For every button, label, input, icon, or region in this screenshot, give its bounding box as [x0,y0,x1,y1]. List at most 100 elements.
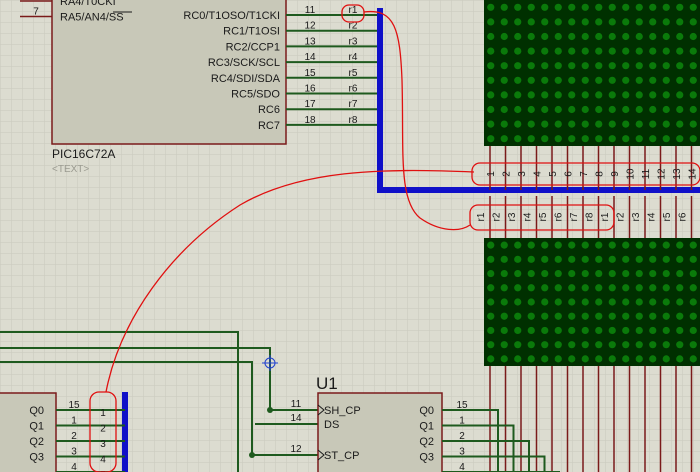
led-dot [487,312,495,320]
sl-pin-label: Q1 [29,421,44,433]
led-dot [554,47,562,55]
led-dot [662,32,670,41]
mcu-left-pin-number: 7 [33,7,39,18]
matrix-col-label: 12 [657,168,668,180]
led-dot [554,312,562,320]
matrix-col-label: 8 [595,171,606,177]
led-dot [514,3,522,11]
u1-body[interactable] [317,392,443,472]
u1-right-pin-wire[interactable] [442,440,530,472]
led-dot [527,341,535,349]
matrix-col-label: 13 [672,168,683,180]
led-dot [635,326,643,335]
led-dot [635,255,643,263]
led-dot [622,18,630,26]
led-dot [608,18,616,26]
led-dot [635,105,643,114]
led-dot [541,3,549,11]
led-dot [487,120,495,128]
led-dot [554,269,562,278]
led-dot [527,18,535,26]
led-dot [689,135,697,143]
u1-right-pin-wire[interactable] [442,409,499,472]
led-dot [487,341,495,349]
led-dot [608,241,616,249]
led-dot [689,62,697,70]
led-dot [676,18,684,26]
matrix-row-label: r2 [616,212,627,221]
led-dot [500,18,508,26]
led-dot [527,120,535,128]
mcu-right-pin-number: 14 [304,52,316,63]
mcu-right-pin-label: RC7 [258,120,280,132]
led-dot [608,3,616,11]
led-dot [649,47,657,55]
led-dot [500,32,508,41]
led-dot [649,326,657,335]
led-dot [676,269,684,278]
wires[interactable] [0,331,318,472]
led-dot [527,284,535,292]
led-dot [635,355,643,363]
led-dot [500,105,508,114]
led-dot [676,298,684,306]
led-dot [622,91,630,99]
led-dot [514,47,522,55]
mcu-right-pin-number: 17 [304,99,316,110]
led-dot [500,120,508,128]
led-dot [500,3,508,11]
led-dot [676,32,684,41]
led-dot [649,355,657,363]
led-dot [662,298,670,306]
matrix-col-label: 9 [610,171,621,177]
led-dot [527,255,535,263]
led-dot [608,341,616,349]
sl-pin-number: 1 [71,416,77,427]
led-dot [608,284,616,292]
mcu-right-pin-label: RC5/SDO [231,89,280,101]
led-dot [541,298,549,306]
sl-pin-label: Q0 [29,405,44,417]
shift-register-left[interactable]: Q0151Q112Q223Q33445 [0,392,125,472]
led-dot [649,241,657,249]
led-dot [649,120,657,128]
led-dot [622,120,630,128]
led-dot [500,269,508,278]
mcu-right-pin-number: 13 [304,36,316,47]
led-dot [581,3,589,11]
led-dot [500,135,508,143]
led-dot [662,76,670,84]
mcu-body[interactable] [51,0,287,145]
led-dot [568,241,576,249]
led-dot [514,341,522,349]
led-dot [676,120,684,128]
led-dot [527,355,535,363]
matrix-row-label: r5 [538,212,549,221]
u1-right-pin-label: Q2 [419,436,434,448]
led-dot [500,284,508,292]
data-bus[interactable] [377,8,700,193]
matrix-row-label: r1 [476,212,487,221]
led-dot [500,47,508,55]
led-dot [595,326,603,335]
led-dot [676,62,684,70]
led-dot [689,47,697,55]
sl-pin-number: 4 [71,462,77,472]
u1-right-pin-wire[interactable] [442,455,546,472]
led-dot [662,255,670,263]
junction-dot [267,407,273,413]
led-dot [689,76,697,84]
led-dot [541,355,549,363]
led-dot [635,18,643,26]
led-dot [581,18,589,26]
led-dot [662,241,670,249]
led-dot [608,105,616,114]
led-dot [581,76,589,84]
led-dot [581,62,589,70]
u1-ref: U1 [316,374,338,393]
